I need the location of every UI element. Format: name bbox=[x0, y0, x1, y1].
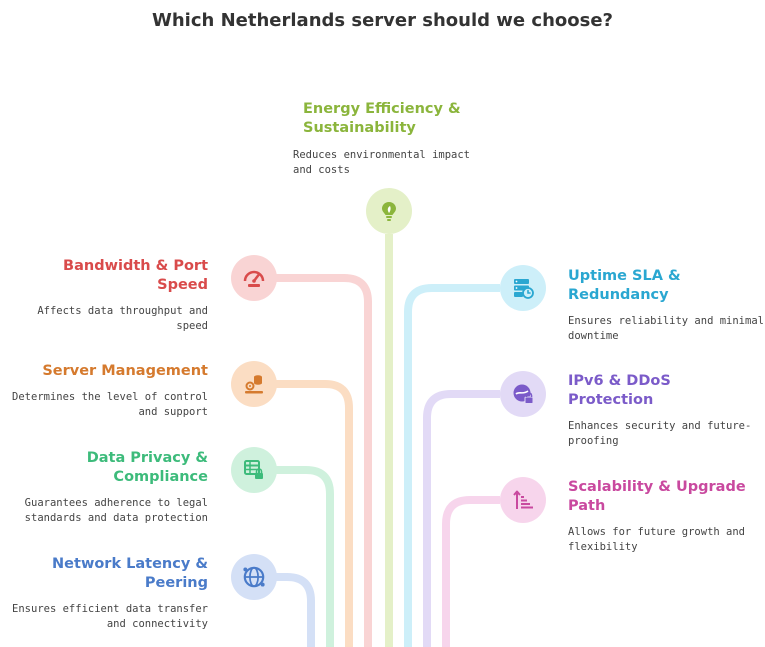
management-desc-line2: and support bbox=[138, 406, 208, 418]
energy-title-line1: Energy Efficiency & bbox=[303, 101, 461, 117]
connector-latency bbox=[276, 573, 315, 647]
bandwidth-title-line1: Bandwidth & Port bbox=[63, 258, 208, 274]
scalability-title: Scalability & Upgrade Path bbox=[568, 478, 746, 516]
scalability-desc-line2: flexibility bbox=[568, 541, 638, 553]
uptime-description: Ensures reliability and minimal downtime bbox=[568, 314, 764, 344]
privacy-description: Guarantees adherence to legal standards … bbox=[25, 496, 208, 526]
energy-description: Reduces environmental impact and costs bbox=[293, 148, 470, 178]
uptime-title: Uptime SLA & Redundancy bbox=[568, 267, 681, 305]
latency-title-line2: Peering bbox=[144, 575, 208, 591]
connector-ipv6 bbox=[423, 390, 500, 647]
lightbulb-leaf-icon bbox=[382, 202, 396, 221]
upgrade-steps-icon bbox=[513, 490, 533, 509]
ipv6-title: IPv6 & DDoS Protection bbox=[568, 372, 671, 410]
energy-title: Energy Efficiency & Sustainability bbox=[303, 100, 461, 138]
connector-bandwidth bbox=[276, 274, 372, 647]
latency-description: Ensures efficient data transfer and conn… bbox=[12, 602, 208, 632]
ipv6-title-line2: Protection bbox=[568, 392, 654, 408]
management-node bbox=[231, 361, 277, 407]
scalability-description: Allows for future growth and flexibility bbox=[568, 525, 745, 555]
management-description: Determines the level of control and supp… bbox=[12, 390, 208, 420]
bandwidth-title-line2: Speed bbox=[157, 277, 208, 293]
ipv6-desc-line2: proofing bbox=[568, 435, 619, 447]
scalability-desc-line1: Allows for future growth and bbox=[568, 526, 746, 538]
bandwidth-desc-line2: speed bbox=[176, 320, 208, 332]
connector-privacy bbox=[276, 466, 334, 647]
privacy-title: Data Privacy & Compliance bbox=[87, 449, 208, 487]
page-title: Which Netherlands server should we choos… bbox=[152, 10, 613, 31]
server-clock-icon bbox=[514, 279, 534, 299]
latency-title-line1: Network Latency & bbox=[52, 556, 208, 572]
bandwidth-description: Affects data throughput and speed bbox=[37, 304, 208, 334]
uptime-title-line1: Uptime SLA & bbox=[568, 268, 681, 284]
management-title: Server Management bbox=[42, 362, 208, 381]
uptime-node bbox=[500, 265, 546, 311]
privacy-desc-line1: Guarantees adherence to legal bbox=[24, 497, 208, 509]
management-title-line1: Server Management bbox=[42, 363, 208, 379]
connector-uptime bbox=[404, 284, 500, 647]
latency-node bbox=[231, 554, 277, 600]
bandwidth-title: Bandwidth & Port Speed bbox=[63, 257, 208, 295]
privacy-title-line2: Compliance bbox=[113, 469, 208, 485]
ipv6-title-line1: IPv6 & DDoS bbox=[568, 373, 671, 389]
privacy-node bbox=[231, 447, 277, 493]
scalability-title-line2: Path bbox=[568, 498, 606, 514]
uptime-desc-line1: Ensures reliability and minimal bbox=[568, 315, 764, 327]
ipv6-description: Enhances security and future- proofing bbox=[568, 419, 751, 449]
uptime-title-line2: Redundancy bbox=[568, 287, 669, 303]
energy-desc-line1: Reduces environmental impact bbox=[293, 149, 471, 161]
scalability-title-line1: Scalability & Upgrade bbox=[568, 479, 746, 495]
management-desc-line1: Determines the level of control bbox=[12, 391, 208, 403]
shield-lock-icon bbox=[513, 384, 534, 404]
latency-title: Network Latency & Peering bbox=[52, 555, 208, 593]
latency-desc-line2: and connectivity bbox=[106, 618, 208, 630]
connector-management bbox=[276, 380, 353, 647]
globe-network-icon bbox=[243, 566, 265, 588]
scalability-node bbox=[500, 477, 546, 523]
bandwidth-desc-line1: Affects data throughput and bbox=[37, 305, 208, 317]
bandwidth-node bbox=[231, 255, 277, 301]
ipv6-node bbox=[500, 371, 546, 417]
privacy-desc-line2: standards and data protection bbox=[24, 512, 208, 524]
speedometer-icon bbox=[243, 270, 265, 287]
table-lock-icon bbox=[244, 460, 263, 479]
energy-node bbox=[366, 188, 412, 234]
server-management-icon bbox=[245, 375, 263, 394]
connector-scalability bbox=[442, 496, 500, 647]
privacy-title-line1: Data Privacy & bbox=[86, 450, 208, 466]
energy-desc-line2: and costs bbox=[293, 164, 350, 176]
ipv6-desc-line1: Enhances security and future- bbox=[568, 420, 752, 432]
uptime-desc-line2: downtime bbox=[568, 330, 619, 342]
latency-desc-line1: Ensures efficient data transfer bbox=[12, 603, 208, 615]
energy-title-line2: Sustainability bbox=[303, 120, 416, 136]
